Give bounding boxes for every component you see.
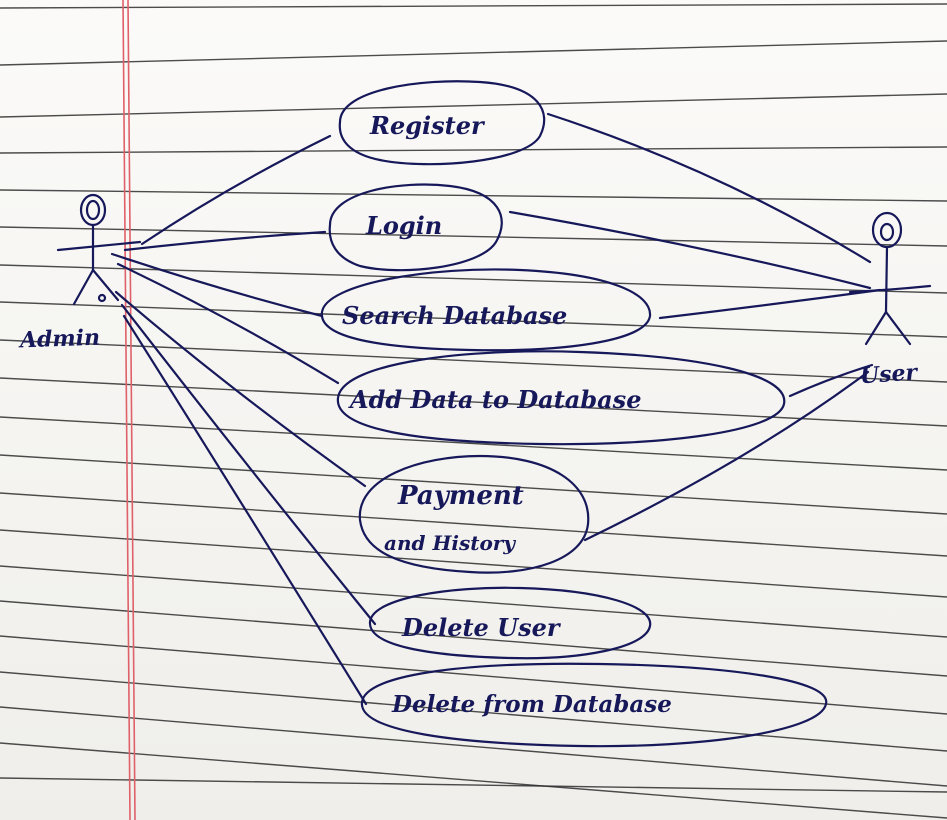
user-search-line (658, 288, 882, 320)
use-case-register: Register (338, 80, 546, 166)
user-associations (508, 112, 882, 542)
user-login-line (508, 210, 872, 290)
admin-delete-db-line (122, 314, 368, 706)
use-case-login-label: Login (365, 211, 442, 240)
admin-payment-line (114, 290, 367, 488)
admin-add-data-line (116, 262, 340, 385)
use-case-delete-from-database: Delete from Database (360, 662, 828, 748)
use-case-add-data-label: Add Data to Database (348, 385, 641, 414)
use-case-search-database: Search Database (320, 268, 652, 352)
user-add-data-line (788, 363, 874, 398)
use-case-add-data: Add Data to Database (336, 350, 786, 446)
user-actor (848, 211, 932, 346)
user-payment-line (583, 370, 870, 542)
ruled-lines (0, 3, 947, 819)
user-register-line (546, 112, 872, 264)
use-case-payment-line2: and History (384, 531, 516, 555)
admin-search-line (110, 252, 324, 318)
use-case-register-label: Register (369, 111, 486, 140)
admin-login-line (123, 230, 327, 252)
admin-label: Admin (18, 325, 101, 354)
use-case-delete-user: Delete User (368, 586, 652, 660)
use-case-search-database-label: Search Database (342, 301, 567, 330)
use-case-payment-line1: Payment (397, 481, 524, 511)
user-label: User (859, 359, 919, 389)
margin-lines (122, 0, 136, 820)
use-case-delete-user-label: Delete User (401, 613, 562, 642)
admin-actor (56, 193, 142, 306)
use-case-delete-from-database-label: Delete from Database (391, 691, 672, 718)
admin-delete-user-line (120, 303, 377, 626)
use-case-login: Login (328, 183, 503, 272)
admin-associations (110, 134, 377, 706)
use-case-payment-history: Payment and History (358, 454, 590, 574)
admin-register-line (140, 134, 332, 246)
